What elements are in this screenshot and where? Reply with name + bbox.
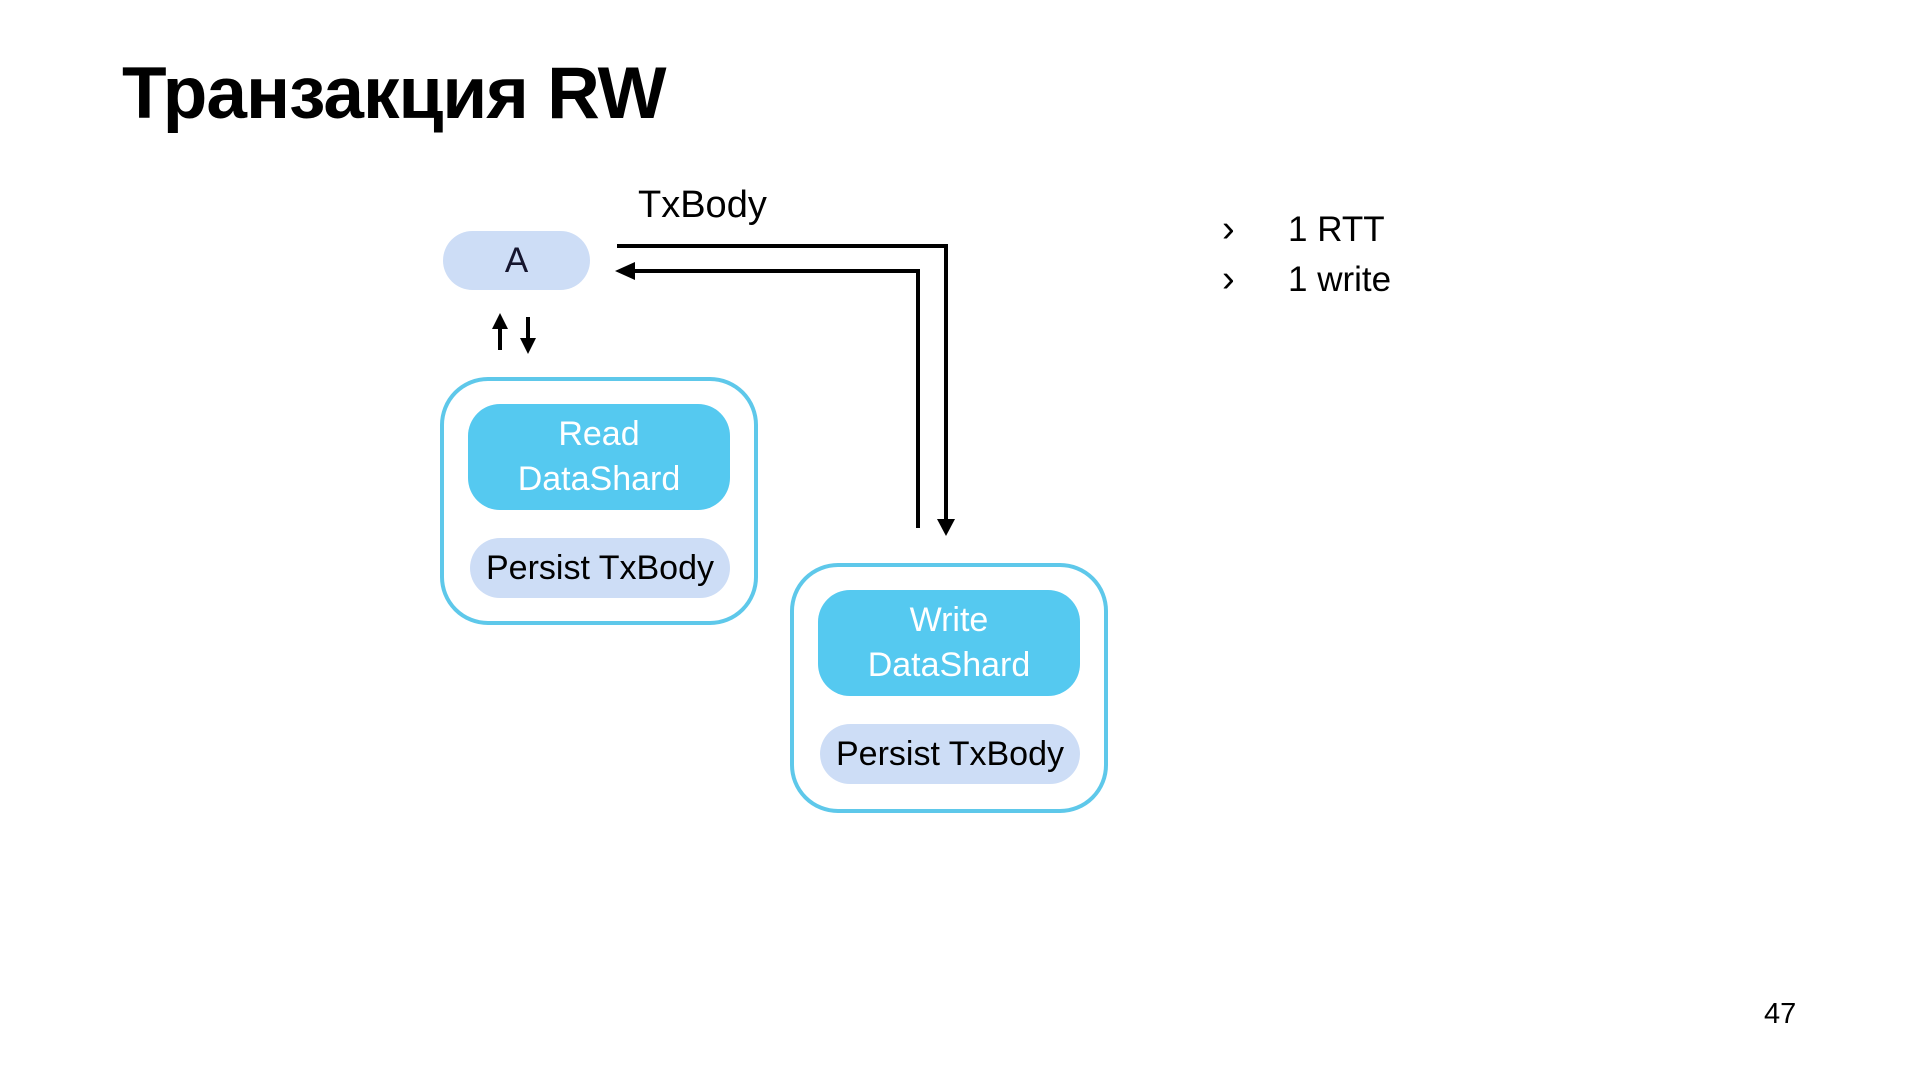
actor-a-node: A: [443, 231, 590, 290]
write-datashard-label-line2: DataShard: [867, 646, 1031, 684]
read-datashard-label-line2: DataShard: [517, 460, 681, 498]
chevron-bullet-icon: ›: [1222, 258, 1235, 300]
read-datashard-node: Read DataShard: [468, 404, 730, 510]
txbody-message-label: TxBody: [638, 184, 767, 226]
read-persist-txbody-label: Persist TxBody: [485, 548, 714, 587]
bullet-item-rtt: › 1 RTT: [1222, 208, 1391, 258]
slide-title: Транзакция RW: [122, 53, 666, 134]
write-persist-txbody-node: Persist TxBody: [820, 724, 1080, 784]
write-datashard-label-line1: Write: [909, 601, 989, 639]
write-datashard-label: Write DataShard: [868, 598, 1031, 688]
read-datashard-label-line1: Read: [558, 415, 640, 453]
read-datashard-label: Read DataShard: [518, 412, 681, 502]
page-number: 47: [1764, 998, 1797, 1030]
write-datashard-node: Write DataShard: [818, 590, 1080, 696]
actor-up-arrow: [492, 313, 508, 350]
bullet-list: › 1 RTT › 1 write: [1222, 208, 1391, 308]
read-datashard-group: Read DataShard Persist TxBody: [440, 377, 758, 625]
write-datashard-group: Write DataShard Persist TxBody: [790, 563, 1108, 813]
actor-down-arrow: [520, 317, 536, 354]
write-persist-txbody-label: Persist TxBody: [835, 734, 1064, 773]
read-persist-txbody-node: Persist TxBody: [470, 538, 730, 598]
bullet-text-rtt: 1 RTT: [1288, 210, 1385, 249]
bullet-text-write: 1 write: [1288, 260, 1392, 299]
bullet-item-write: › 1 write: [1222, 258, 1391, 308]
chevron-bullet-icon: ›: [1222, 208, 1235, 250]
actor-a-label: A: [504, 240, 529, 280]
